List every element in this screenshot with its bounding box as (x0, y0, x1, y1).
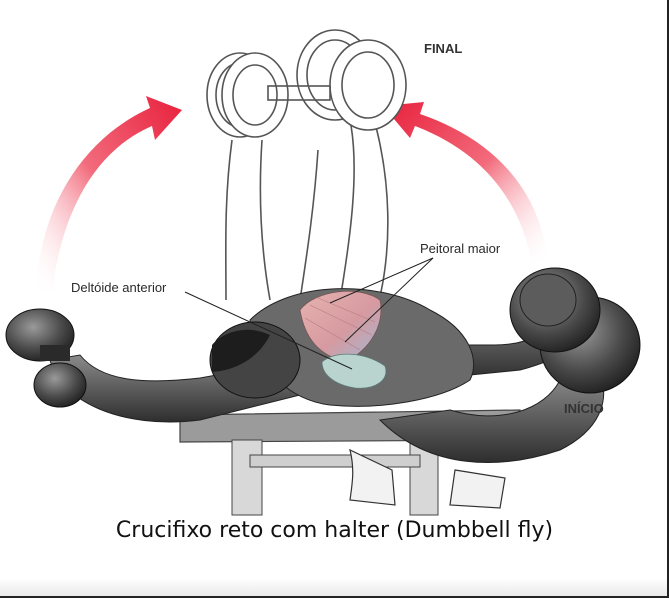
inicio-label: INÍCIO (564, 401, 604, 416)
deltoid-anterior-label: Deltóide anterior (71, 280, 167, 295)
legs (349, 448, 506, 509)
final-position-outline (206, 29, 407, 306)
caption: Crucifixo reto com halter (Dumbbell fly) (115, 518, 554, 543)
dumbbell-right (509, 267, 641, 394)
head (209, 321, 301, 399)
motion-arrow-right (383, 102, 548, 264)
pectoral-major-label: Peitoral maior (420, 241, 501, 256)
motion-arrow-left (36, 96, 182, 292)
pectoral-major-muscle (299, 290, 382, 363)
label-pointer-lines (184, 257, 434, 370)
bottom-strip (0, 578, 667, 596)
final-label: FINAL (424, 41, 463, 56)
dumbbell-left (5, 308, 87, 408)
